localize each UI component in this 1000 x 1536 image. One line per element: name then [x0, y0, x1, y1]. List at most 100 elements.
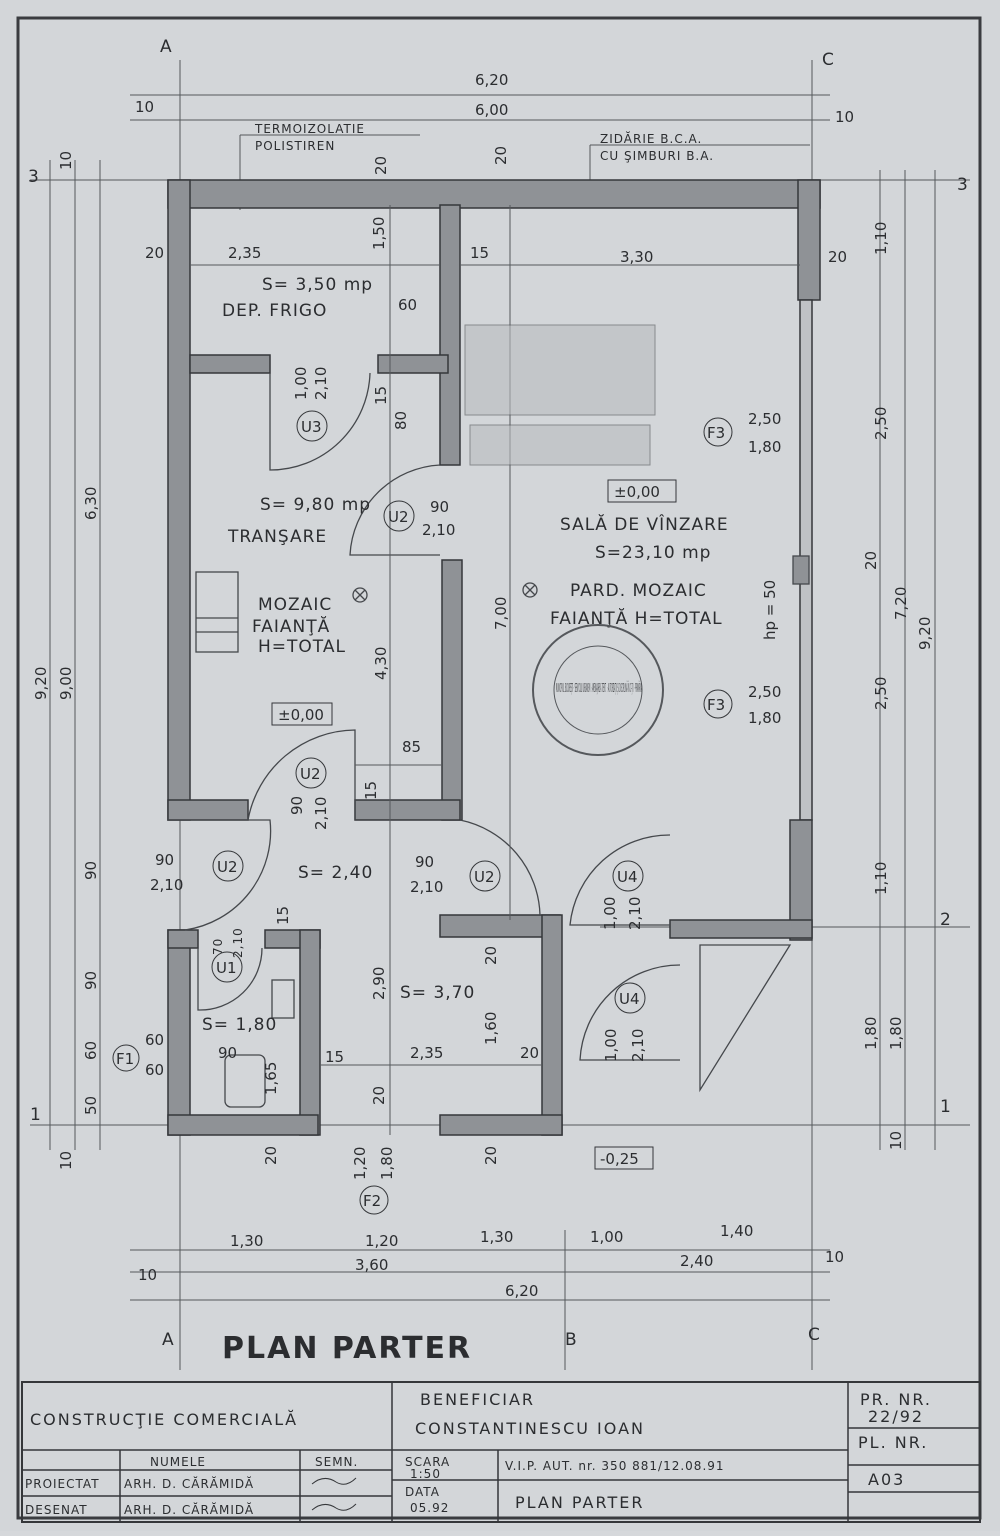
dim-in-20-g: 20	[262, 1146, 280, 1165]
interior-dimensions: 20 20 20 2,35 1,50 15 3,30 20 60 80 15 4…	[145, 146, 847, 1180]
transare-finish-2: FAIANŢĂ	[252, 615, 330, 637]
door-u4-b-width: 1,00	[602, 1029, 620, 1062]
dim-in-1-20: 1,20	[351, 1147, 369, 1180]
walls	[167, 179, 821, 1136]
frigo-area: S= 3,50 mp	[262, 275, 373, 295]
dim-bottom-1-20: 1,20	[365, 1232, 398, 1250]
dim-in-15-d: 15	[274, 906, 292, 925]
tb-semn: SEMN.	[315, 1455, 358, 1469]
dim-right-1-80-a: 1,80	[862, 1017, 880, 1050]
door-swing-u4-lower	[579, 964, 681, 1061]
window-f3-b-width: 2,50	[748, 683, 781, 701]
dim-in-20-i: 20	[482, 1146, 500, 1165]
window-tag-f3-a-label: F3	[707, 424, 725, 442]
wall-right-top	[797, 179, 821, 301]
window-tag-f1-label: F1	[116, 1050, 134, 1068]
tb-beneficiar-label: BENEFICIAR	[420, 1390, 535, 1409]
dim-top-inner: 6,00	[475, 101, 508, 119]
level-box-outside	[594, 1146, 654, 1170]
tb-proiectat: PROIECTAT	[25, 1477, 100, 1491]
dim-in-1-65: 1,65	[262, 1062, 280, 1095]
dim-right-10: 10	[887, 1131, 905, 1150]
round-stamp-text: MUNICIPIUL BUCUREŞTI · SERVICIUL URBANIS…	[556, 680, 642, 695]
window-tag-f2-label: F2	[363, 1192, 381, 1210]
door-u2-d-height: 2,10	[410, 878, 443, 896]
dim-in-1-50: 1,50	[370, 217, 388, 250]
window-tag-f3-a	[703, 417, 733, 447]
tb-pr-nr-label: PR. NR.	[860, 1390, 932, 1409]
dim-bottom-1-30-b: 1,30	[480, 1228, 513, 1246]
window-tag-f1	[112, 1044, 140, 1072]
dim-bottom-1-00: 1,00	[590, 1228, 623, 1246]
window-tag-f3-b-label: F3	[707, 696, 725, 714]
door-tags: U3 1,00 2,10 U2 90 2,10 U2 90 2,10 U2 90…	[150, 367, 647, 1062]
dim-bottom-1-40: 1,40	[720, 1222, 753, 1240]
sala-finish-2: FAIANŢĂ H=TOTAL	[550, 607, 723, 629]
dim-in-hp: hp = 50	[761, 580, 779, 640]
dim-in-2-35-b: 2,35	[410, 1044, 443, 1062]
door-u2-b-height: 2,10	[312, 797, 330, 830]
door-tag-u2-b-label: U2	[300, 765, 321, 783]
axis-1-left: 1	[30, 1105, 42, 1125]
door-swing-u4-upper	[569, 834, 671, 926]
door-tag-u2-a-label: U2	[388, 508, 409, 526]
dim-right-1-10-mid: 1,10	[872, 862, 890, 895]
top-dimensions: 6,20 6,00 10 10	[135, 71, 854, 126]
dim-right-7-20: 7,20	[892, 587, 910, 620]
dim-in-20-f: 20	[520, 1044, 539, 1062]
dim-in-60: 60	[398, 296, 417, 314]
drawing-frame	[16, 16, 982, 1520]
door-tag-u4-a	[612, 860, 644, 892]
signature-1	[311, 1477, 357, 1485]
door-u3-height: 2,10	[312, 367, 330, 400]
floor-drain-sala	[522, 582, 538, 598]
dim-in-15-e: 15	[325, 1048, 344, 1066]
window-f3-a-width: 2,50	[748, 410, 781, 428]
door-tag-u2-c	[212, 850, 244, 882]
dim-left-50: 50	[82, 1096, 100, 1115]
room-labels: S= 3,50 mp DEP. FRIGO S= 9,80 mp TRANŞAR…	[202, 275, 728, 1035]
tb-proiectat-name: ARH. D. CĂRĂMIDĂ	[124, 1476, 254, 1491]
title-block: CONSTRUCŢIE COMERCIALĂ BENEFICIAR CONSTA…	[21, 1381, 981, 1523]
tb-pl-nr-label: PL. NR.	[858, 1433, 928, 1452]
transare-name: TRANŞARE	[227, 527, 327, 547]
tb-scara: 1:50	[410, 1467, 441, 1481]
dim-bottom-10-left: 10	[138, 1266, 157, 1284]
dim-bottom-2-40: 2,40	[680, 1252, 713, 1270]
axis-c-bottom: C	[808, 1325, 821, 1345]
hall-area: S= 2,40	[298, 863, 373, 883]
door-tag-u2-d	[469, 860, 501, 892]
door-tag-u4-b	[614, 982, 646, 1014]
axis-b-bottom: B	[565, 1330, 578, 1350]
level-markers: ±0,00 ±0,00 -0,25	[271, 479, 677, 1170]
round-stamp	[532, 624, 664, 756]
sala-finish-1: PARD. MOZAIC	[570, 581, 707, 601]
dim-in-80: 80	[392, 411, 410, 430]
plan-title: PLAN PARTER	[222, 1331, 472, 1366]
door-tag-u3	[296, 410, 328, 442]
approval-stamps: MUNICIPIUL BUCUREŞTI · SERVICIUL URBANIS…	[464, 324, 664, 756]
wall-wc-right	[299, 929, 321, 1136]
wall-transare-bottom-r	[354, 799, 461, 821]
dim-right-20: 20	[862, 551, 880, 570]
rectangular-stamp	[464, 324, 656, 416]
wc-sink	[271, 979, 295, 1019]
note-termo-1: TERMOIZOLATIE	[254, 122, 365, 136]
dim-left-6-30: 6,30	[82, 487, 100, 520]
axis-a-top: A	[160, 37, 173, 57]
wall-sala-bottom	[669, 919, 813, 939]
bottom-dimensions: 1,30 1,20 1,30 1,00 1,40 3,60 2,40 6,20 …	[138, 1222, 844, 1300]
axis-1-right: 1	[940, 1097, 952, 1117]
wall-store-right	[541, 914, 563, 1136]
door-swing-u2-wc	[168, 819, 272, 931]
axis-a-bottom: A	[162, 1330, 175, 1350]
door-u2-d-width: 90	[415, 853, 434, 871]
wc-area: S= 1,80	[202, 1015, 277, 1035]
tb-scara-label: SCARA	[405, 1455, 450, 1469]
door-tag-u4-b-label: U4	[619, 990, 640, 1008]
dim-bottom-1-30-a: 1,30	[230, 1232, 263, 1250]
dim-in-3-30: 3,30	[620, 248, 653, 266]
wall-top	[167, 179, 821, 209]
